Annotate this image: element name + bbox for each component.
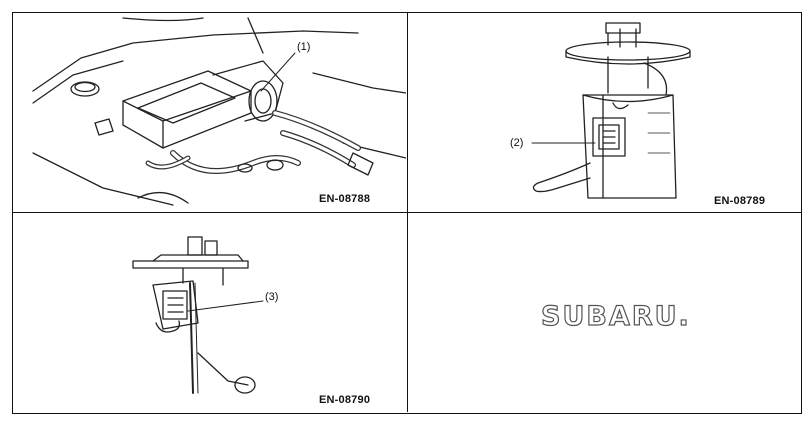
callout-label: (3) bbox=[265, 291, 279, 303]
callout-label: (2) bbox=[510, 137, 524, 149]
figure-panel-logo: SUBARU. bbox=[408, 213, 801, 412]
fuel-level-sensor-illustration bbox=[132, 236, 264, 394]
figure-code: EN-08789 bbox=[714, 195, 766, 207]
figure-code: EN-08790 bbox=[319, 394, 371, 406]
brand-logo: SUBARU. bbox=[540, 300, 691, 332]
fuel-pump-illustration bbox=[531, 22, 691, 199]
figure-panel-fuel-pump: (2) EN-08789 bbox=[408, 13, 801, 213]
figure-code: EN-08788 bbox=[319, 193, 371, 205]
figure-panel-engine-bay: (1) EN-08788 bbox=[13, 13, 408, 213]
figure-grid: (1) EN-08788 bbox=[12, 12, 802, 414]
engine-bay-illustration bbox=[32, 17, 406, 206]
figure-panel-fuel-level-sensor: (3) EN-08790 bbox=[13, 213, 408, 412]
callout-label: (1) bbox=[297, 41, 311, 53]
